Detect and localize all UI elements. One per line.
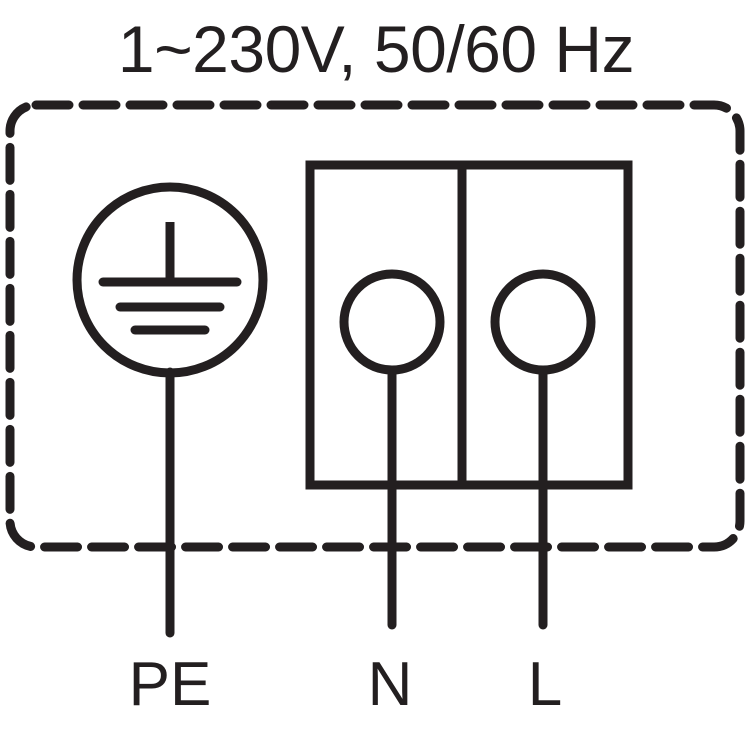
supply-voltage-title: 1~230V, 50/60 Hz [118, 12, 634, 86]
terminal-label-pe: PE [129, 650, 212, 719]
n-terminal [339, 269, 445, 630]
l-terminal-circle [490, 269, 596, 375]
protective-earth-symbol [72, 182, 268, 378]
dashed-enclosure-border [5, 100, 745, 552]
n-terminal-circle [339, 269, 445, 375]
terminal-label-l: L [528, 650, 562, 719]
terminal-block-outline [305, 160, 633, 490]
terminal-label-n: N [368, 650, 413, 719]
terminal-block-box [305, 160, 633, 490]
l-terminal [490, 269, 596, 630]
